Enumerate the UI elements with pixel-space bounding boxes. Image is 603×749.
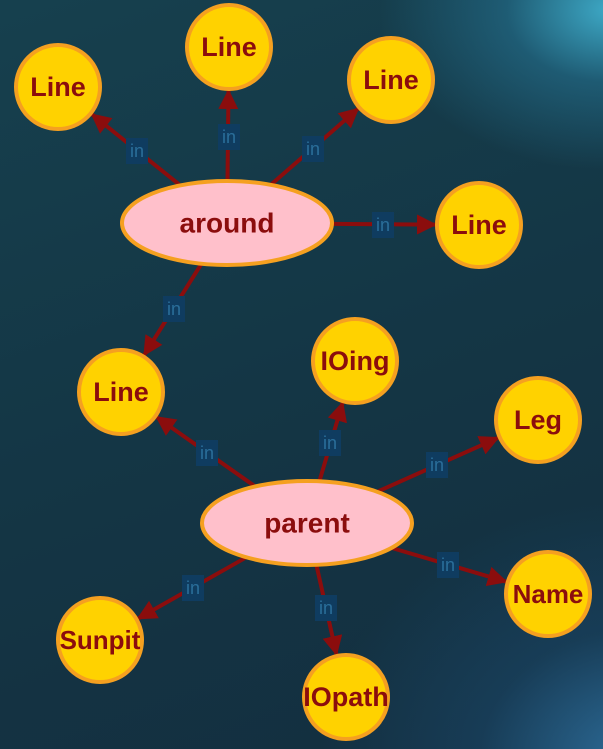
leaf-node-ioing: IOing [311, 317, 399, 405]
leaf-node-line-top-right: Line [347, 36, 435, 124]
leaf-node-shape [347, 36, 435, 124]
leaf-node-shape [494, 376, 582, 464]
leaf-node-label: Line [363, 65, 419, 95]
edge-label-background [426, 452, 448, 478]
leaf-node-label: IOing [321, 346, 390, 376]
edge-label-text: in [430, 455, 444, 475]
edge-label-text: in [167, 299, 181, 319]
hub-node-around: around [120, 179, 334, 267]
edge-labels-layer: in in in in in in in in in in in [126, 124, 459, 621]
edge-label-around-to-line-top-left: in [126, 138, 148, 164]
leaf-node-line-top: Line [185, 3, 273, 91]
edge-label-background [163, 296, 185, 322]
edge-label-background [302, 136, 324, 162]
edge-label-text: in [130, 141, 144, 161]
edge-label-text: in [186, 578, 200, 598]
leaf-node-line-right: Line [435, 181, 523, 269]
hub-node-label: parent [264, 508, 350, 539]
edge-label-text: in [319, 598, 333, 618]
edge-label-background [319, 430, 341, 456]
edge-label-text: in [222, 127, 236, 147]
edge-label-around-to-line-top-right: in [302, 136, 324, 162]
leaf-node-line-mid: Line [77, 348, 165, 436]
leaf-node-sunpit: Sunpit [56, 596, 144, 684]
leaf-node-label: Line [93, 377, 149, 407]
hub-node-shape [120, 179, 334, 267]
edge-label-parent-to-ioing: in [319, 430, 341, 456]
edge-label-background [437, 552, 459, 578]
leaf-node-shape [56, 596, 144, 684]
hub-node-parent: parent [200, 479, 414, 567]
leaf-node-label: Line [30, 72, 86, 102]
edge-label-around-to-line-top: in [218, 124, 240, 150]
leaf-node-label: Line [201, 32, 257, 62]
edge-label-around-to-line-mid: in [163, 296, 185, 322]
edge-label-text: in [306, 139, 320, 159]
leaf-node-name: Name [504, 550, 592, 638]
edge-label-background [182, 575, 204, 601]
leaf-node-shape [504, 550, 592, 638]
edge-label-parent-to-iopath: in [315, 595, 337, 621]
edge-label-parent-to-sunpit: in [182, 575, 204, 601]
edge-label-text: in [441, 555, 455, 575]
leaf-node-label: IOpath [303, 682, 389, 712]
leaf-node-shape [435, 181, 523, 269]
leaf-node-shape [77, 348, 165, 436]
leaf-node-label: Line [451, 210, 507, 240]
edge-label-around-to-line-right: in [372, 212, 394, 238]
edge-label-background [218, 124, 240, 150]
edge-label-background [196, 440, 218, 466]
leaf-node-iopath: IOpath [302, 653, 390, 741]
nodes-layer: aroundparentLineLineLineLineLineIOingLeg… [14, 3, 592, 741]
leaf-node-leg: Leg [494, 376, 582, 464]
leaf-node-label: Leg [514, 405, 562, 435]
edge-label-parent-to-leg: in [426, 452, 448, 478]
edge-label-text: in [200, 443, 214, 463]
edge-label-text: in [376, 215, 390, 235]
hub-node-label: around [180, 208, 275, 239]
edge-label-background [315, 595, 337, 621]
edge-label-text: in [323, 433, 337, 453]
leaf-node-label: Sunpit [60, 625, 141, 655]
edge-label-parent-to-name: in [437, 552, 459, 578]
leaf-node-shape [14, 43, 102, 131]
edge-label-parent-to-line-mid: in [196, 440, 218, 466]
leaf-node-shape [311, 317, 399, 405]
edge-label-background [126, 138, 148, 164]
hub-node-shape [200, 479, 414, 567]
leaf-node-shape [185, 3, 273, 91]
leaf-node-line-top-left: Line [14, 43, 102, 131]
leaf-node-label: Name [513, 579, 584, 609]
leaf-node-shape [302, 653, 390, 741]
edge-label-background [372, 212, 394, 238]
